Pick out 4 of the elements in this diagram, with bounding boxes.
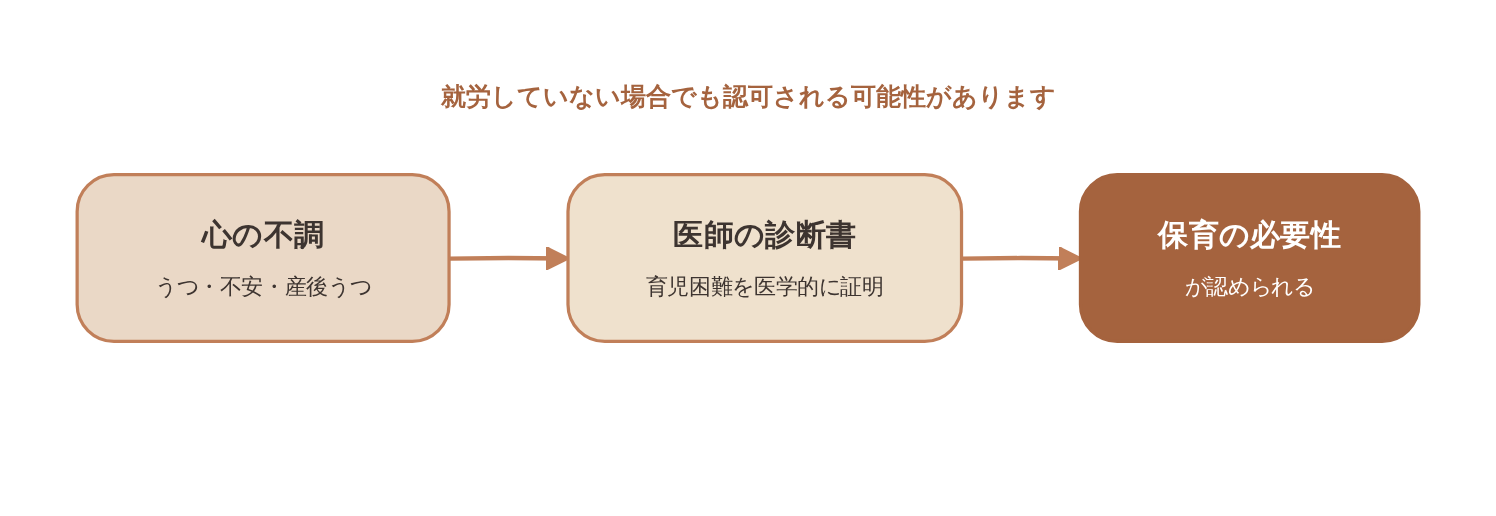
- node-box: 医師の診断書 育児困難を医学的に証明: [566, 173, 964, 343]
- diagram-title: 就労していない場合でも認可される可能性があります: [440, 81, 1056, 113]
- node-box: 心の不調 うつ・不安・産後うつ: [75, 173, 451, 343]
- node-box: 保育の必要性 が認められる: [1078, 173, 1421, 343]
